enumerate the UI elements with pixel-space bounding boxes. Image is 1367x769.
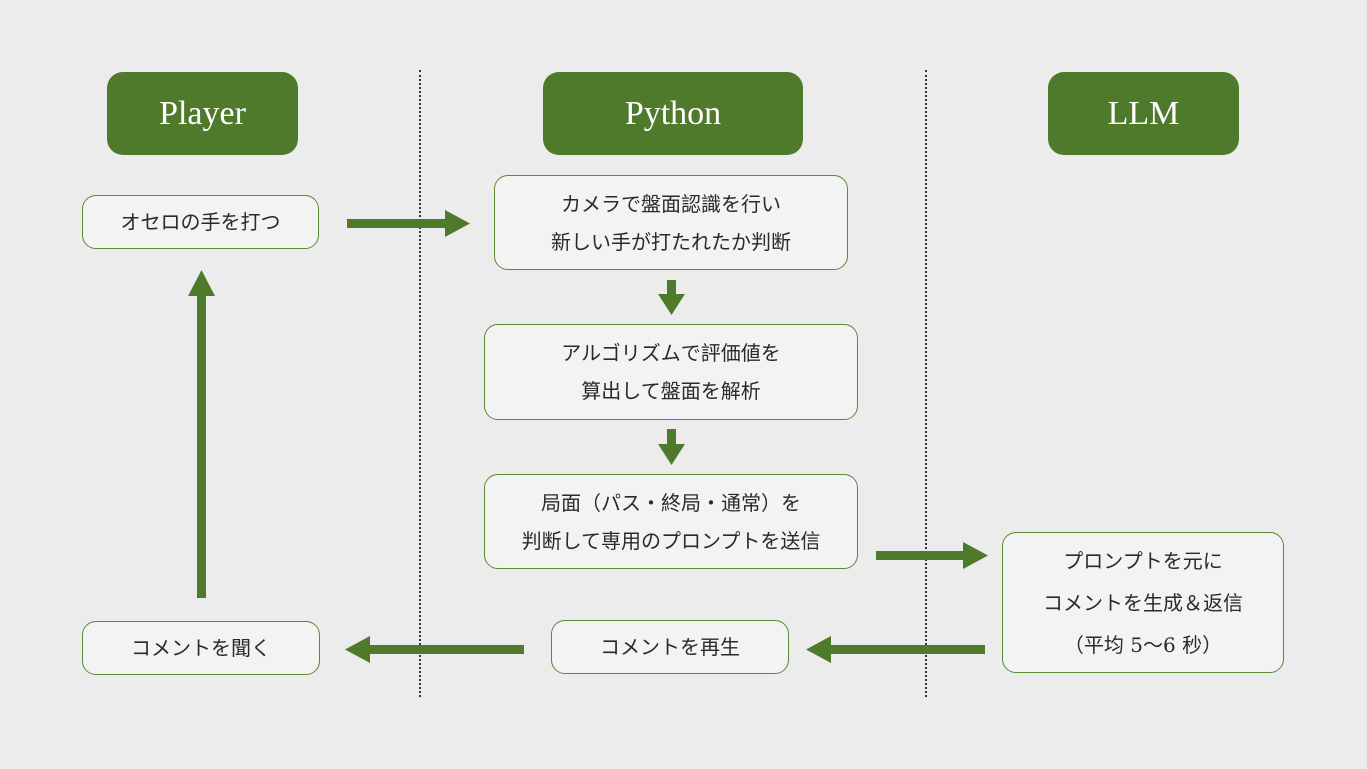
node-play-comment: コメントを再生 — [551, 620, 789, 674]
node-llm-generate-line-1: プロンプトを元に — [1063, 548, 1223, 573]
node-llm-generate-line-3: （平均 5〜6 秒） — [1063, 632, 1223, 657]
arrow-phase-to-llm — [876, 542, 988, 569]
lane-header-llm: LLM — [1048, 72, 1239, 155]
node-phase-judge-line-1: 局面（パス・終局・通常）を — [541, 490, 801, 515]
arrow-hear-to-play — [188, 270, 215, 598]
arrow-play-to-camera — [347, 210, 470, 237]
node-phase-judge: 局面（パス・終局・通常）を 判断して専用のプロンプトを送信 — [484, 474, 858, 569]
lane-header-python: Python — [543, 72, 803, 155]
node-llm-generate-line-2: コメントを生成＆返信 — [1043, 590, 1243, 615]
node-play-move: オセロの手を打つ — [82, 195, 319, 249]
lane-divider-left — [419, 70, 421, 697]
node-hear-comment: コメントを聞く — [82, 621, 320, 675]
node-hear-comment-line-1: コメントを聞く — [131, 636, 271, 660]
arrow-algorithm-to-phase — [658, 429, 685, 465]
node-camera-recognition-line-1: カメラで盤面認識を行い — [561, 191, 781, 216]
arrow-camera-to-algorithm — [658, 280, 685, 315]
arrow-llm-to-playback — [806, 636, 985, 663]
lane-header-player: Player — [107, 72, 298, 155]
node-algorithm-eval: アルゴリズムで評価値を 算出して盤面を解析 — [484, 324, 858, 420]
node-play-comment-line-1: コメントを再生 — [600, 635, 740, 659]
arrow-playback-to-hear — [345, 636, 524, 663]
lane-divider-right — [925, 70, 927, 697]
node-algorithm-eval-line-1: アルゴリズムで評価値を — [561, 341, 781, 365]
node-camera-recognition: カメラで盤面認識を行い 新しい手が打たれたか判断 — [494, 175, 848, 270]
node-phase-judge-line-2: 判断して専用のプロンプトを送信 — [521, 528, 821, 553]
node-algorithm-eval-line-2: 算出して盤面を解析 — [581, 379, 761, 403]
node-play-move-line-1: オセロの手を打つ — [120, 210, 281, 234]
node-camera-recognition-line-2: 新しい手が打たれたか判断 — [551, 229, 791, 254]
node-llm-generate: プロンプトを元に コメントを生成＆返信 （平均 5〜6 秒） — [1002, 532, 1284, 673]
